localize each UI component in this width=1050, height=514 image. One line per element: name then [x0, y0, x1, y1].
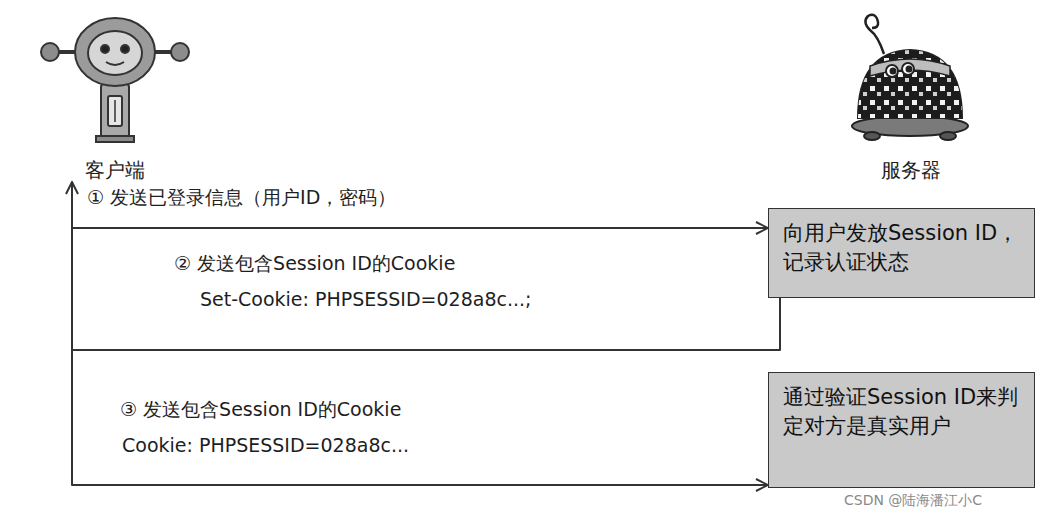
box-text: 向用户发放Session ID，记录认证状态 [783, 219, 1020, 277]
process-box: 通过验证Session ID来判定对方是真实用户 [768, 372, 1035, 488]
cookie-header: Cookie: PHPSESSID=028a8c... [120, 434, 411, 458]
client-figure: 客户端 [40, 6, 190, 182]
node-label: 客户端 [85, 158, 145, 182]
cookie-header: Set-Cookie: PHPSESSID=028a8c...; [198, 288, 534, 312]
process-box: 向用户发放Session ID，记录认证状态 [768, 208, 1035, 298]
step-label: ① 发送已登录信息（用户ID，密码） [85, 186, 398, 210]
arrow-connector [72, 182, 780, 350]
watermark: CSDN @陆海潘江小C [842, 492, 984, 510]
node-label: 服务器 [881, 158, 941, 182]
arrow-connector [72, 182, 768, 228]
server-robot [852, 15, 968, 140]
step-label: ② 发送包含Session ID的Cookie [172, 252, 457, 276]
client-robot [41, 18, 189, 142]
step-label: ③ 发送包含Session ID的Cookie [118, 398, 403, 422]
server-figure: 服务器 [838, 6, 983, 182]
arrow-connector [72, 182, 768, 485]
box-text: 通过验证Session ID来判定对方是真实用户 [783, 383, 1020, 441]
